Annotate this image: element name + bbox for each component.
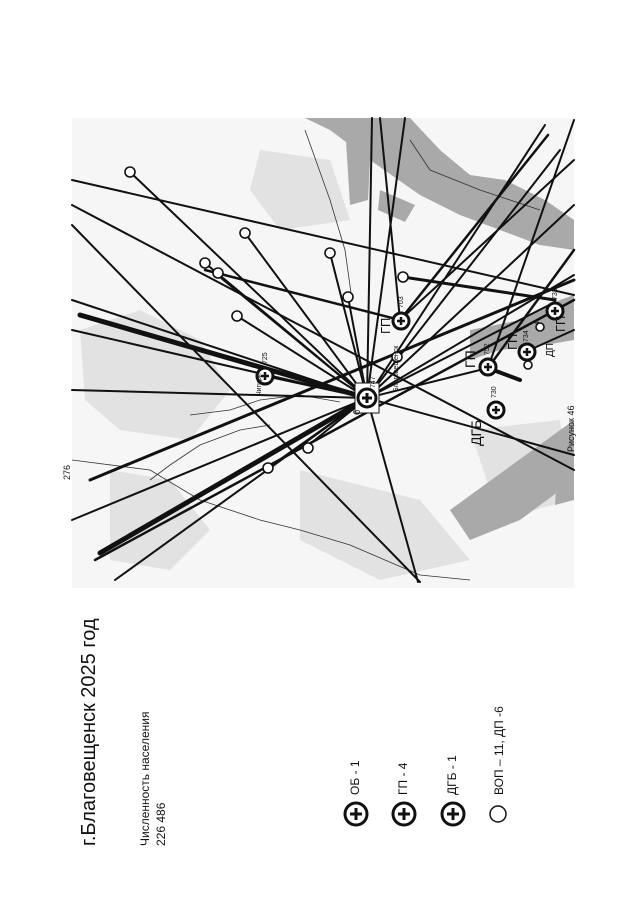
facility-id-4: 4 — [534, 321, 541, 325]
facility-734 — [517, 342, 537, 362]
legend-icon-gp — [391, 801, 417, 827]
legend-label-gp: ГП - 4 — [396, 762, 410, 795]
figure-caption: Рисунок 46 — [566, 405, 576, 452]
facility-markers — [255, 301, 565, 420]
population-label: Численность населения — [138, 711, 152, 846]
population-value: 226 486 — [154, 802, 168, 846]
facility-725 — [255, 366, 275, 386]
facility-id-725: 725 — [262, 352, 269, 364]
facility-id-752: 752 — [484, 343, 491, 355]
legend-label-dgb: ДГБ - 1 — [445, 755, 459, 795]
facility-id-703: 703 — [398, 296, 405, 308]
map-label-dgb: ДГБ — [468, 419, 484, 446]
page-number: 276 — [62, 464, 72, 480]
facility-747 — [354, 382, 380, 414]
legend-label-vop: ВОП – 11, ДП -6 — [492, 706, 506, 795]
map-label-dp: ДП — [545, 343, 556, 357]
page-title: г.Благовещенск 2025 год — [78, 618, 100, 846]
legend-icon-dgb — [440, 801, 466, 827]
facility-id-734: 734 — [523, 330, 530, 342]
facility-id-730: 730 — [491, 386, 498, 398]
legend-label-ob: ОБ - 1 — [348, 760, 362, 795]
map-label-gp-3: ГП — [553, 315, 568, 332]
facility-730 — [486, 400, 506, 420]
map-label-gp-4: ГП — [505, 333, 520, 350]
facility-id-733: 733 — [552, 288, 559, 300]
map-label-blagoveshchensk: Благовещенск — [393, 345, 400, 392]
map-label-gp-1: ГП — [462, 350, 478, 368]
map-label-chigiri: Чигири — [256, 373, 263, 396]
facility-703 — [391, 311, 411, 331]
map-label-gp-2: ГП — [378, 317, 393, 334]
facility-752 — [478, 357, 498, 377]
small-points — [124, 166, 545, 474]
legend-icon-ob — [343, 801, 369, 827]
facility-id-747: 747 — [370, 376, 377, 388]
heavy-lines — [71, 117, 576, 583]
facility-733 — [545, 301, 565, 321]
map-label-ob-mark: б — [352, 409, 362, 415]
legend-icon-vop — [489, 805, 507, 823]
